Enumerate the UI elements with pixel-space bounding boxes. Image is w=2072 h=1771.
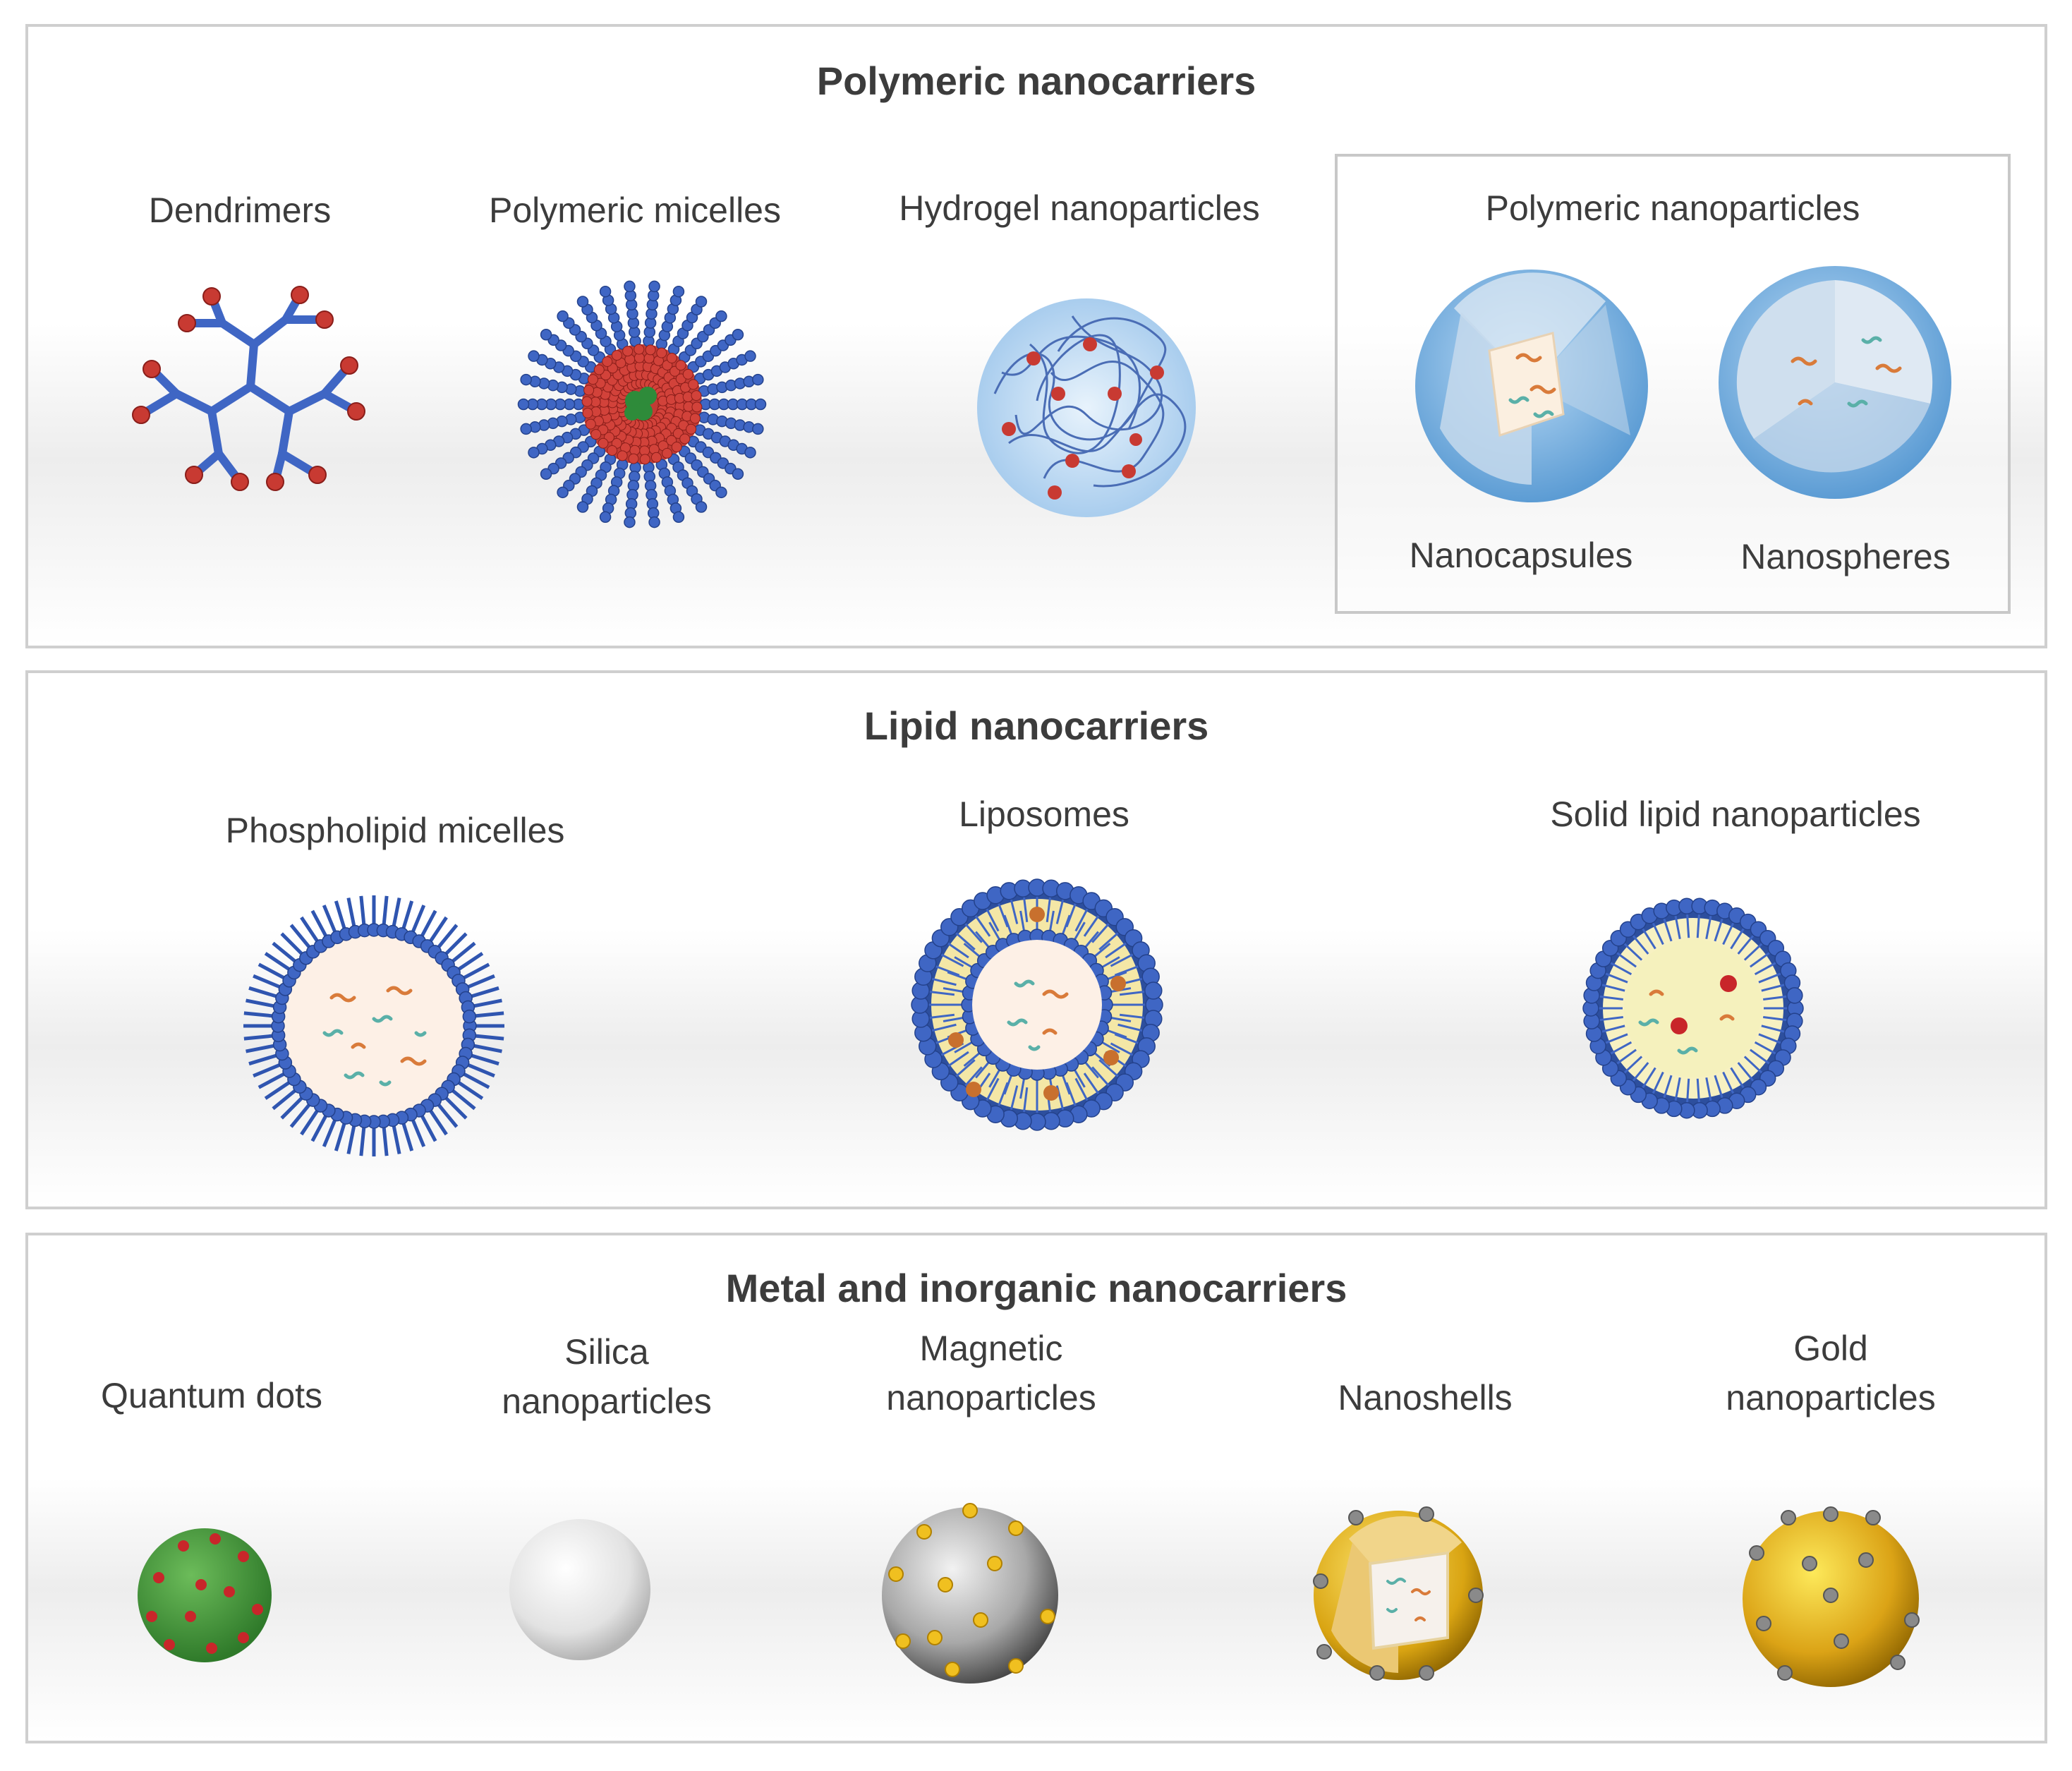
label-gold-line1: Gold [1793, 1329, 1868, 1368]
label-gold-line2: nanoparticles [1726, 1378, 1936, 1418]
label-liposomes: Liposomes [959, 794, 1129, 834]
label-polymeric-micelles: Polymeric micelles [489, 191, 781, 230]
lipid-panel: Lipid nanocarriers Phospholipid micelles… [25, 670, 2047, 1209]
polymeric-nanoparticles-box: Polymeric nanoparticles [1335, 154, 2011, 614]
label-nanospheres: Nanospheres [1740, 537, 1951, 576]
panel-title-lipid: Lipid nanocarriers [864, 703, 1209, 748]
gold-nanoparticle-illustration [1743, 1506, 1920, 1687]
polymeric-micelle-illustration [517, 280, 767, 528]
label-polymeric-nanoparticles: Polymeric nanoparticles [1485, 188, 1860, 228]
silica-nanoparticle-illustration [509, 1519, 650, 1660]
nanosphere-illustration [1719, 266, 1951, 499]
dendrimer-illustration [132, 286, 365, 491]
label-magnetic-line2: nanoparticles [886, 1378, 1096, 1418]
label-nanoshells: Nanoshells [1338, 1378, 1513, 1418]
panel-title-metal: Metal and inorganic nanocarriers [725, 1266, 1347, 1310]
polymeric-panel: Polymeric nanocarriers Dendrimers Polyme… [25, 24, 2047, 648]
label-quantum-dots: Quantum dots [100, 1376, 323, 1415]
nanocapsule-illustration [1415, 270, 1648, 502]
hydrogel-illustration [977, 298, 1196, 517]
nanoshell-illustration [1313, 1506, 1484, 1681]
phospholipid-micelle-illustration [243, 895, 504, 1156]
quantum-dot-illustration [138, 1528, 272, 1662]
panel-title-polymeric: Polymeric nanocarriers [816, 59, 1256, 103]
label-solid-lipid-nanoparticles: Solid lipid nanoparticles [1550, 794, 1921, 834]
label-magnetic-line1: Magnetic [919, 1329, 1063, 1368]
label-nanocapsules: Nanocapsules [1409, 536, 1633, 575]
label-phospholipid-micelles: Phospholipid micelles [225, 811, 565, 850]
metal-panel: Metal and inorganic nanocarriers Quantum… [25, 1233, 2047, 1743]
label-silica-line1: Silica [564, 1332, 649, 1372]
solid-lipid-nanoparticle-illustration [1582, 897, 1804, 1119]
label-dendrimers: Dendrimers [148, 191, 332, 230]
magnetic-nanoparticle-illustration [882, 1503, 1058, 1684]
label-hydrogel-nanoparticles: Hydrogel nanoparticles [899, 188, 1260, 228]
label-silica-line2: nanoparticles [502, 1382, 712, 1421]
liposome-illustration [911, 878, 1163, 1131]
